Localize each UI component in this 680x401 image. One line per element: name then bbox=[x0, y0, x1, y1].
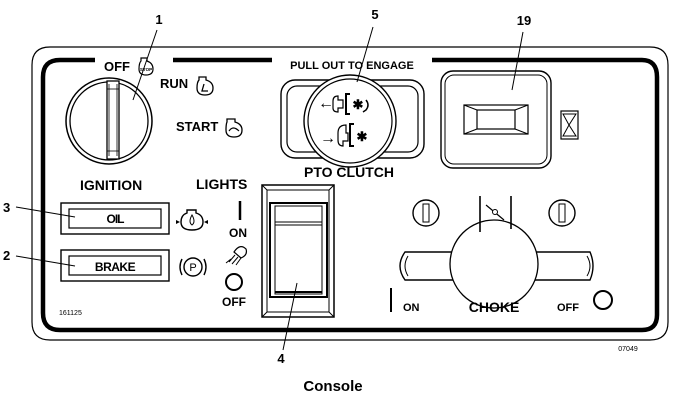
callout-3-leader bbox=[15, 206, 76, 218]
svg-text:✱: ✱ bbox=[357, 129, 368, 144]
headlight-icon bbox=[225, 246, 248, 266]
oil-indicator-lamp: OIL bbox=[60, 202, 170, 235]
ignition-run-label: RUN bbox=[160, 76, 188, 91]
pto-title: PTO CLUTCH bbox=[304, 164, 394, 180]
lights-off-label: OFF bbox=[222, 295, 246, 309]
callout-19: 19 bbox=[517, 13, 531, 28]
callout-2-leader bbox=[15, 255, 76, 267]
callout-19-leader bbox=[511, 31, 524, 91]
parking-brake-icon: P bbox=[179, 257, 207, 277]
lights-on-label: ON bbox=[229, 226, 247, 240]
arrow-right-icon: → bbox=[320, 130, 336, 147]
svg-text:✱: ✱ bbox=[353, 97, 364, 112]
pto-disengage-icon: ← ✱ bbox=[318, 93, 369, 115]
callout-1: 1 bbox=[155, 12, 162, 27]
oil-pressure-icon bbox=[176, 209, 208, 231]
oil-label: OIL bbox=[107, 212, 125, 226]
choke-off-label: OFF bbox=[557, 302, 579, 314]
caption: Console bbox=[303, 378, 362, 395]
panel-outer-border bbox=[31, 46, 669, 341]
pto-engage-icon: → ✱ bbox=[320, 123, 368, 147]
ignition-title: IGNITION bbox=[80, 177, 142, 193]
panel-inner-border bbox=[40, 57, 660, 333]
svg-text:STOP: STOP bbox=[140, 67, 152, 72]
brake-indicator-lamp: BRAKE bbox=[60, 249, 170, 282]
callout-4-leader bbox=[282, 282, 298, 351]
lights-title: LIGHTS bbox=[196, 176, 247, 192]
ignition-off-label: OFF bbox=[104, 59, 130, 74]
screw-right bbox=[548, 199, 576, 227]
callout-4: 4 bbox=[277, 351, 285, 366]
figure-id: 07049 bbox=[618, 346, 638, 353]
start-engine-icon bbox=[225, 118, 243, 138]
hourglass-icon bbox=[560, 110, 579, 140]
svg-text:P: P bbox=[189, 262, 196, 274]
ignition-start-label: START bbox=[176, 119, 218, 134]
callout-5-leader bbox=[356, 26, 374, 83]
part-number: 161125 bbox=[59, 310, 82, 317]
arrow-left-icon: ← bbox=[318, 95, 334, 112]
brake-label: BRAKE bbox=[95, 260, 136, 274]
pto-clutch-switch[interactable] bbox=[280, 74, 425, 168]
ignition-key-switch[interactable] bbox=[65, 77, 153, 165]
callout-1-leader bbox=[132, 29, 158, 101]
hour-meter bbox=[440, 70, 552, 169]
callout-5: 5 bbox=[371, 7, 378, 22]
callout-2: 2 bbox=[3, 248, 10, 263]
lights-off-symbol bbox=[225, 273, 243, 291]
choke-title: CHOKE bbox=[469, 299, 520, 315]
choke-off-symbol bbox=[593, 290, 613, 310]
lights-rocker-switch[interactable] bbox=[261, 184, 335, 318]
pto-header: PULL OUT TO ENGAGE bbox=[290, 60, 414, 72]
callout-3: 3 bbox=[3, 200, 10, 215]
choke-on-label: ON bbox=[403, 302, 420, 314]
run-engine-icon bbox=[196, 76, 214, 96]
screw-left bbox=[412, 199, 440, 227]
choke-knob[interactable] bbox=[449, 196, 539, 309]
